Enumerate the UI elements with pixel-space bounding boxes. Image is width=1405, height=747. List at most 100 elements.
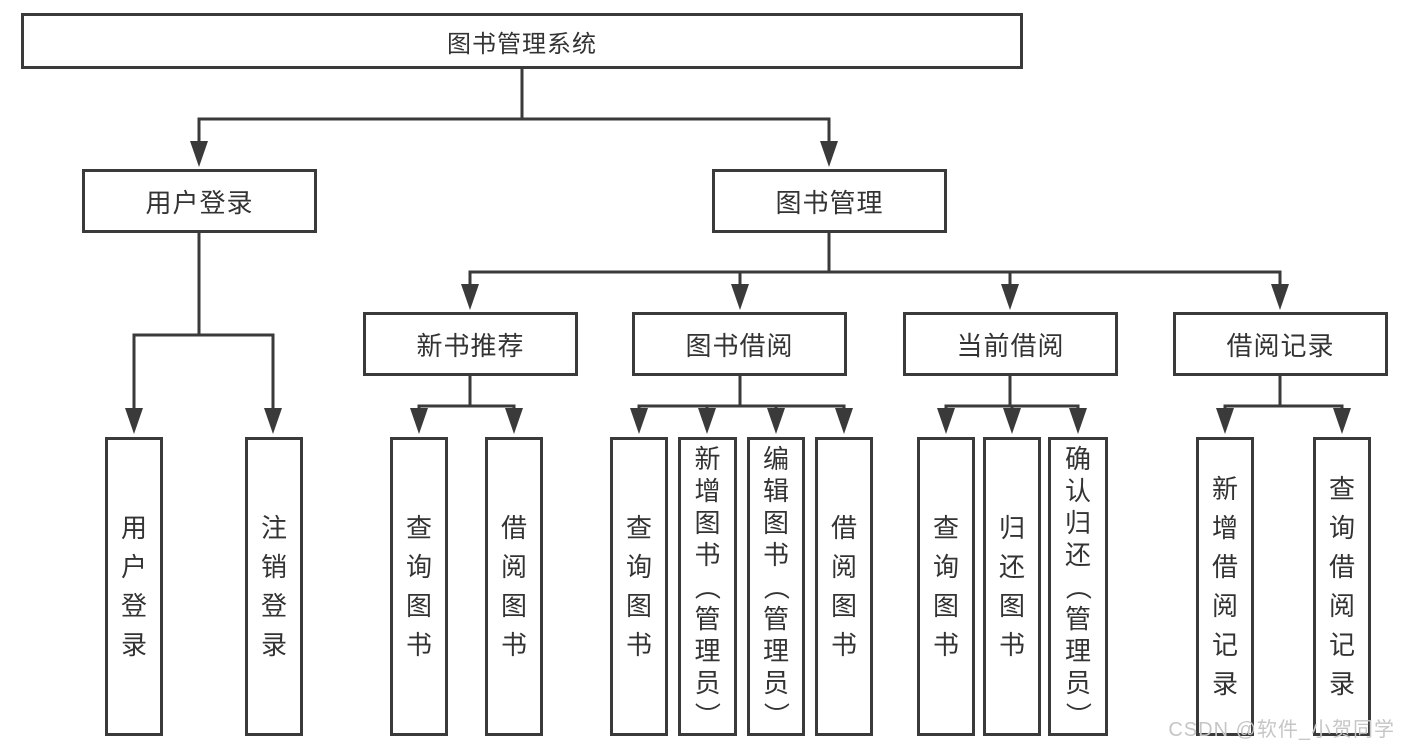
vertical-char: 查 bbox=[625, 513, 652, 543]
vertical-char: 增 bbox=[694, 475, 721, 506]
vertical-char: 借 bbox=[1211, 552, 1238, 582]
vertical-char: 书 bbox=[500, 630, 527, 660]
vertical-char: 图 bbox=[500, 591, 527, 621]
vertical-char: 员 bbox=[762, 667, 789, 698]
vertical-char: 书 bbox=[998, 630, 1025, 660]
leaf-new-books-query: 查询图书 bbox=[390, 437, 448, 736]
arrowhead bbox=[1271, 284, 1289, 310]
vertical-char: 书 bbox=[625, 630, 652, 660]
vertical-char: 确 bbox=[1064, 443, 1091, 474]
vertical-char: 编 bbox=[762, 443, 789, 474]
leaf-borrowing-query: 查询图书 bbox=[610, 437, 668, 736]
vertical-char: （ bbox=[692, 573, 723, 600]
arrowhead bbox=[1216, 408, 1234, 434]
vertical-char: 登 bbox=[260, 591, 287, 621]
vertical-char: 管 bbox=[694, 603, 721, 634]
node-current: 当前借阅 bbox=[903, 312, 1118, 376]
vertical-char: 借 bbox=[500, 513, 527, 543]
connector-borrowing-children bbox=[630, 374, 853, 434]
vertical-char: 新 bbox=[1211, 474, 1238, 504]
vertical-char: 阅 bbox=[500, 552, 527, 582]
vertical-char: 还 bbox=[998, 552, 1025, 582]
vertical-char: 管 bbox=[762, 603, 789, 634]
arrowhead bbox=[698, 408, 716, 434]
vertical-char: 图 bbox=[998, 591, 1025, 621]
vertical-char: 录 bbox=[1328, 669, 1355, 699]
node-root: 图书管理系统 bbox=[21, 13, 1023, 69]
vertical-char: 记 bbox=[1211, 630, 1238, 660]
connector-book-mgmt-sections bbox=[461, 231, 1289, 310]
vertical-char: 阅 bbox=[1328, 591, 1355, 621]
vertical-char: 归 bbox=[998, 513, 1025, 543]
vertical-char: 辑 bbox=[762, 475, 789, 506]
arrowhead bbox=[190, 141, 208, 167]
vertical-char: 归 bbox=[1064, 507, 1091, 538]
vertical-char: 书 bbox=[405, 630, 432, 660]
vertical-char: ） bbox=[760, 701, 791, 728]
vertical-char: 询 bbox=[625, 552, 652, 582]
vertical-char: 阅 bbox=[1211, 591, 1238, 621]
vertical-char: 录 bbox=[120, 630, 147, 660]
leaf-borrowing-borrow: 借阅图书 bbox=[815, 437, 873, 736]
vertical-char: 管 bbox=[1064, 603, 1091, 634]
arrowhead bbox=[820, 141, 838, 167]
vertical-char: 书 bbox=[762, 539, 789, 570]
node-borrowing: 图书借阅 bbox=[632, 312, 847, 376]
vertical-char: 员 bbox=[1064, 667, 1091, 698]
arrowhead bbox=[505, 408, 523, 434]
node-records: 借阅记录 bbox=[1173, 312, 1388, 376]
arrowhead bbox=[1001, 284, 1019, 310]
vertical-char: 增 bbox=[1211, 513, 1238, 543]
connector-user-login-children bbox=[125, 231, 282, 434]
vertical-char: 借 bbox=[1328, 552, 1355, 582]
vertical-char: 图 bbox=[405, 591, 432, 621]
arrowhead bbox=[264, 408, 282, 434]
vertical-char: 查 bbox=[1328, 474, 1355, 504]
vertical-char: 员 bbox=[694, 667, 721, 698]
vertical-char: 询 bbox=[1328, 513, 1355, 543]
connector-root-to-level2 bbox=[190, 67, 838, 167]
arrowhead bbox=[410, 408, 428, 434]
vertical-char: 书 bbox=[694, 539, 721, 570]
connector-records-children bbox=[1216, 374, 1351, 434]
vertical-char: 理 bbox=[1064, 635, 1091, 666]
vertical-char: ） bbox=[1062, 701, 1093, 728]
vertical-char: 用 bbox=[120, 513, 147, 543]
leaf-borrowing-edit: 编辑图书 （ 管理员 ） bbox=[747, 437, 805, 736]
vertical-char: 新 bbox=[694, 443, 721, 474]
vertical-char: 图 bbox=[830, 591, 857, 621]
connector-new-books-children bbox=[410, 374, 523, 434]
vertical-char: 书 bbox=[932, 630, 959, 660]
vertical-char: 询 bbox=[405, 552, 432, 582]
vertical-char: 理 bbox=[762, 635, 789, 666]
vertical-char: （ bbox=[760, 573, 791, 600]
vertical-char: 记 bbox=[1328, 630, 1355, 660]
arrowhead bbox=[1069, 408, 1087, 434]
vertical-char: 查 bbox=[932, 513, 959, 543]
vertical-char: 图 bbox=[625, 591, 652, 621]
node-book-mgmt: 图书管理 bbox=[712, 169, 947, 233]
arrowhead bbox=[1003, 408, 1021, 434]
vertical-char: 录 bbox=[260, 630, 287, 660]
leaf-borrowing-add: 新增图书（管理员） bbox=[678, 437, 737, 736]
vertical-char: 图 bbox=[694, 507, 721, 538]
leaf-logout: 注销登录 bbox=[245, 437, 303, 736]
vertical-char: 注 bbox=[260, 513, 287, 543]
leaf-current-return: 归还图书 bbox=[983, 437, 1041, 736]
leaf-records-query: 查询借阅记录 bbox=[1313, 437, 1371, 736]
vertical-char: 户 bbox=[120, 552, 147, 582]
leaf-records-add: 新增借阅记录 bbox=[1196, 437, 1254, 736]
vertical-char: 阅 bbox=[830, 552, 857, 582]
node-new-books: 新书推荐 bbox=[363, 312, 578, 376]
vertical-char: 图 bbox=[762, 507, 789, 538]
vertical-char: 登 bbox=[120, 591, 147, 621]
vertical-char: （ bbox=[1062, 573, 1093, 600]
arrowhead bbox=[835, 408, 853, 434]
leaf-current-confirm-return: 确认归还（管理员） bbox=[1048, 437, 1108, 736]
vertical-char: 录 bbox=[1211, 669, 1238, 699]
vertical-char: 书 bbox=[830, 630, 857, 660]
arrowhead bbox=[630, 408, 648, 434]
vertical-char: 询 bbox=[932, 552, 959, 582]
vertical-char: 借 bbox=[830, 513, 857, 543]
